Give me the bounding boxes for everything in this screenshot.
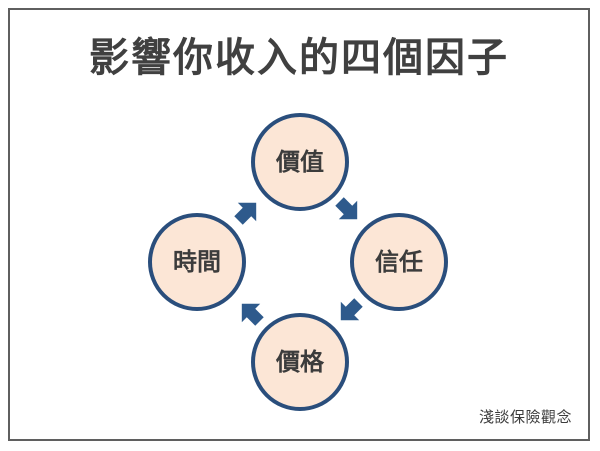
node-label: 價格 <box>275 348 325 376</box>
arrow-price-to-time <box>241 303 264 326</box>
node-circle <box>148 213 246 311</box>
arrow-time-to-value <box>234 202 257 225</box>
node-value: 價值 <box>251 113 349 211</box>
node-label: 信任 <box>375 248 423 276</box>
arrow-trust-to-price <box>340 298 363 321</box>
node-label: 時間 <box>173 248 221 276</box>
node-circle <box>251 313 349 411</box>
node-circle <box>350 213 448 311</box>
arrow-shape <box>335 197 358 220</box>
watermark-text: 淺談保險觀念 <box>478 408 572 426</box>
node-label: 價值 <box>275 148 324 176</box>
arrow-shape <box>340 298 363 321</box>
arrow-value-to-trust <box>335 197 358 220</box>
arrow-shape <box>234 202 257 225</box>
arrow-shape <box>241 303 264 326</box>
node-time: 時間 <box>148 213 246 311</box>
node-trust: 信任 <box>350 213 448 311</box>
slide-title: 影響你收入的四個因子 <box>89 35 509 81</box>
node-price: 價格 <box>251 313 349 411</box>
node-circle <box>251 113 349 211</box>
